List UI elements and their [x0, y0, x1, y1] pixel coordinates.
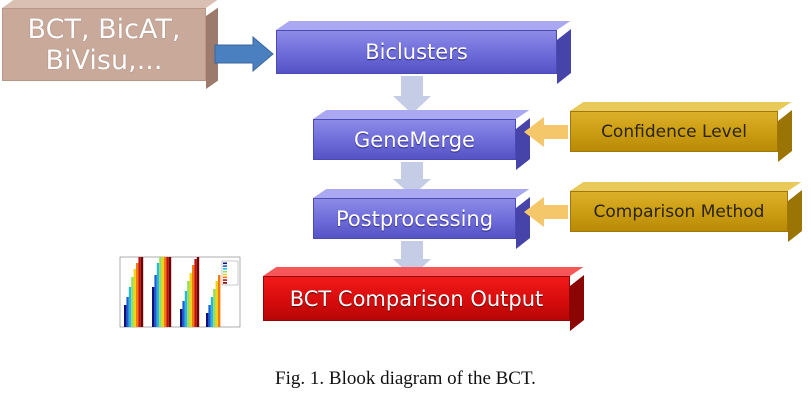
- confidence-box-top-face: [570, 102, 792, 111]
- thumbnail-bars: [124, 257, 221, 327]
- confidence-level-box: Confidence Level: [570, 102, 792, 162]
- biclusters-box: Biclusters: [276, 21, 571, 84]
- biclusters-label: Biclusters: [365, 40, 468, 64]
- comparison-box-side-face: [788, 190, 802, 242]
- comparison-method-box: Comparison Method: [570, 182, 802, 242]
- comparison-method-label: Comparison Method: [593, 201, 765, 222]
- source-tools-box: BCT, BicAT, BiVisu,...: [2, 0, 219, 89]
- output-box-side-face: [570, 275, 584, 331]
- source-to-biclusters-arrow: [214, 35, 274, 73]
- genemerge-box: GeneMerge: [313, 110, 530, 170]
- confidence-level-label: Confidence Level: [601, 121, 747, 142]
- figure-caption: Fig. 1. Blook diagram of the BCT.: [275, 368, 536, 389]
- comparison-box-top-face: [570, 182, 802, 191]
- thumbnail-legend: [221, 260, 239, 286]
- comparison-to-postprocessing-arrow: [524, 197, 568, 227]
- output-chart-thumbnail: [119, 256, 241, 328]
- confidence-to-genemerge-arrow: [524, 117, 568, 147]
- biclusters-box-top-face: [276, 21, 571, 30]
- output-box-top-face: [263, 267, 584, 276]
- genemerge-to-postprocessing-arrow: [393, 162, 431, 196]
- genemerge-label: GeneMerge: [354, 127, 475, 152]
- bct-comparison-output-box: BCT Comparison Output: [263, 267, 584, 331]
- confidence-box-side-face: [778, 110, 792, 162]
- postprocessing-box-top-face: [313, 189, 530, 198]
- source-tools-label: BCT, BicAT, BiVisu,...: [27, 13, 181, 76]
- genemerge-box-top-face: [313, 110, 530, 119]
- source-box-top-face: [2, 0, 219, 8]
- bct-comparison-output-label: BCT Comparison Output: [289, 286, 544, 311]
- biclusters-box-side-face: [557, 29, 571, 84]
- postprocessing-label: Postprocessing: [335, 206, 494, 231]
- postprocessing-box: Postprocessing: [313, 189, 530, 249]
- biclusters-to-genemerge-arrow: [393, 76, 431, 114]
